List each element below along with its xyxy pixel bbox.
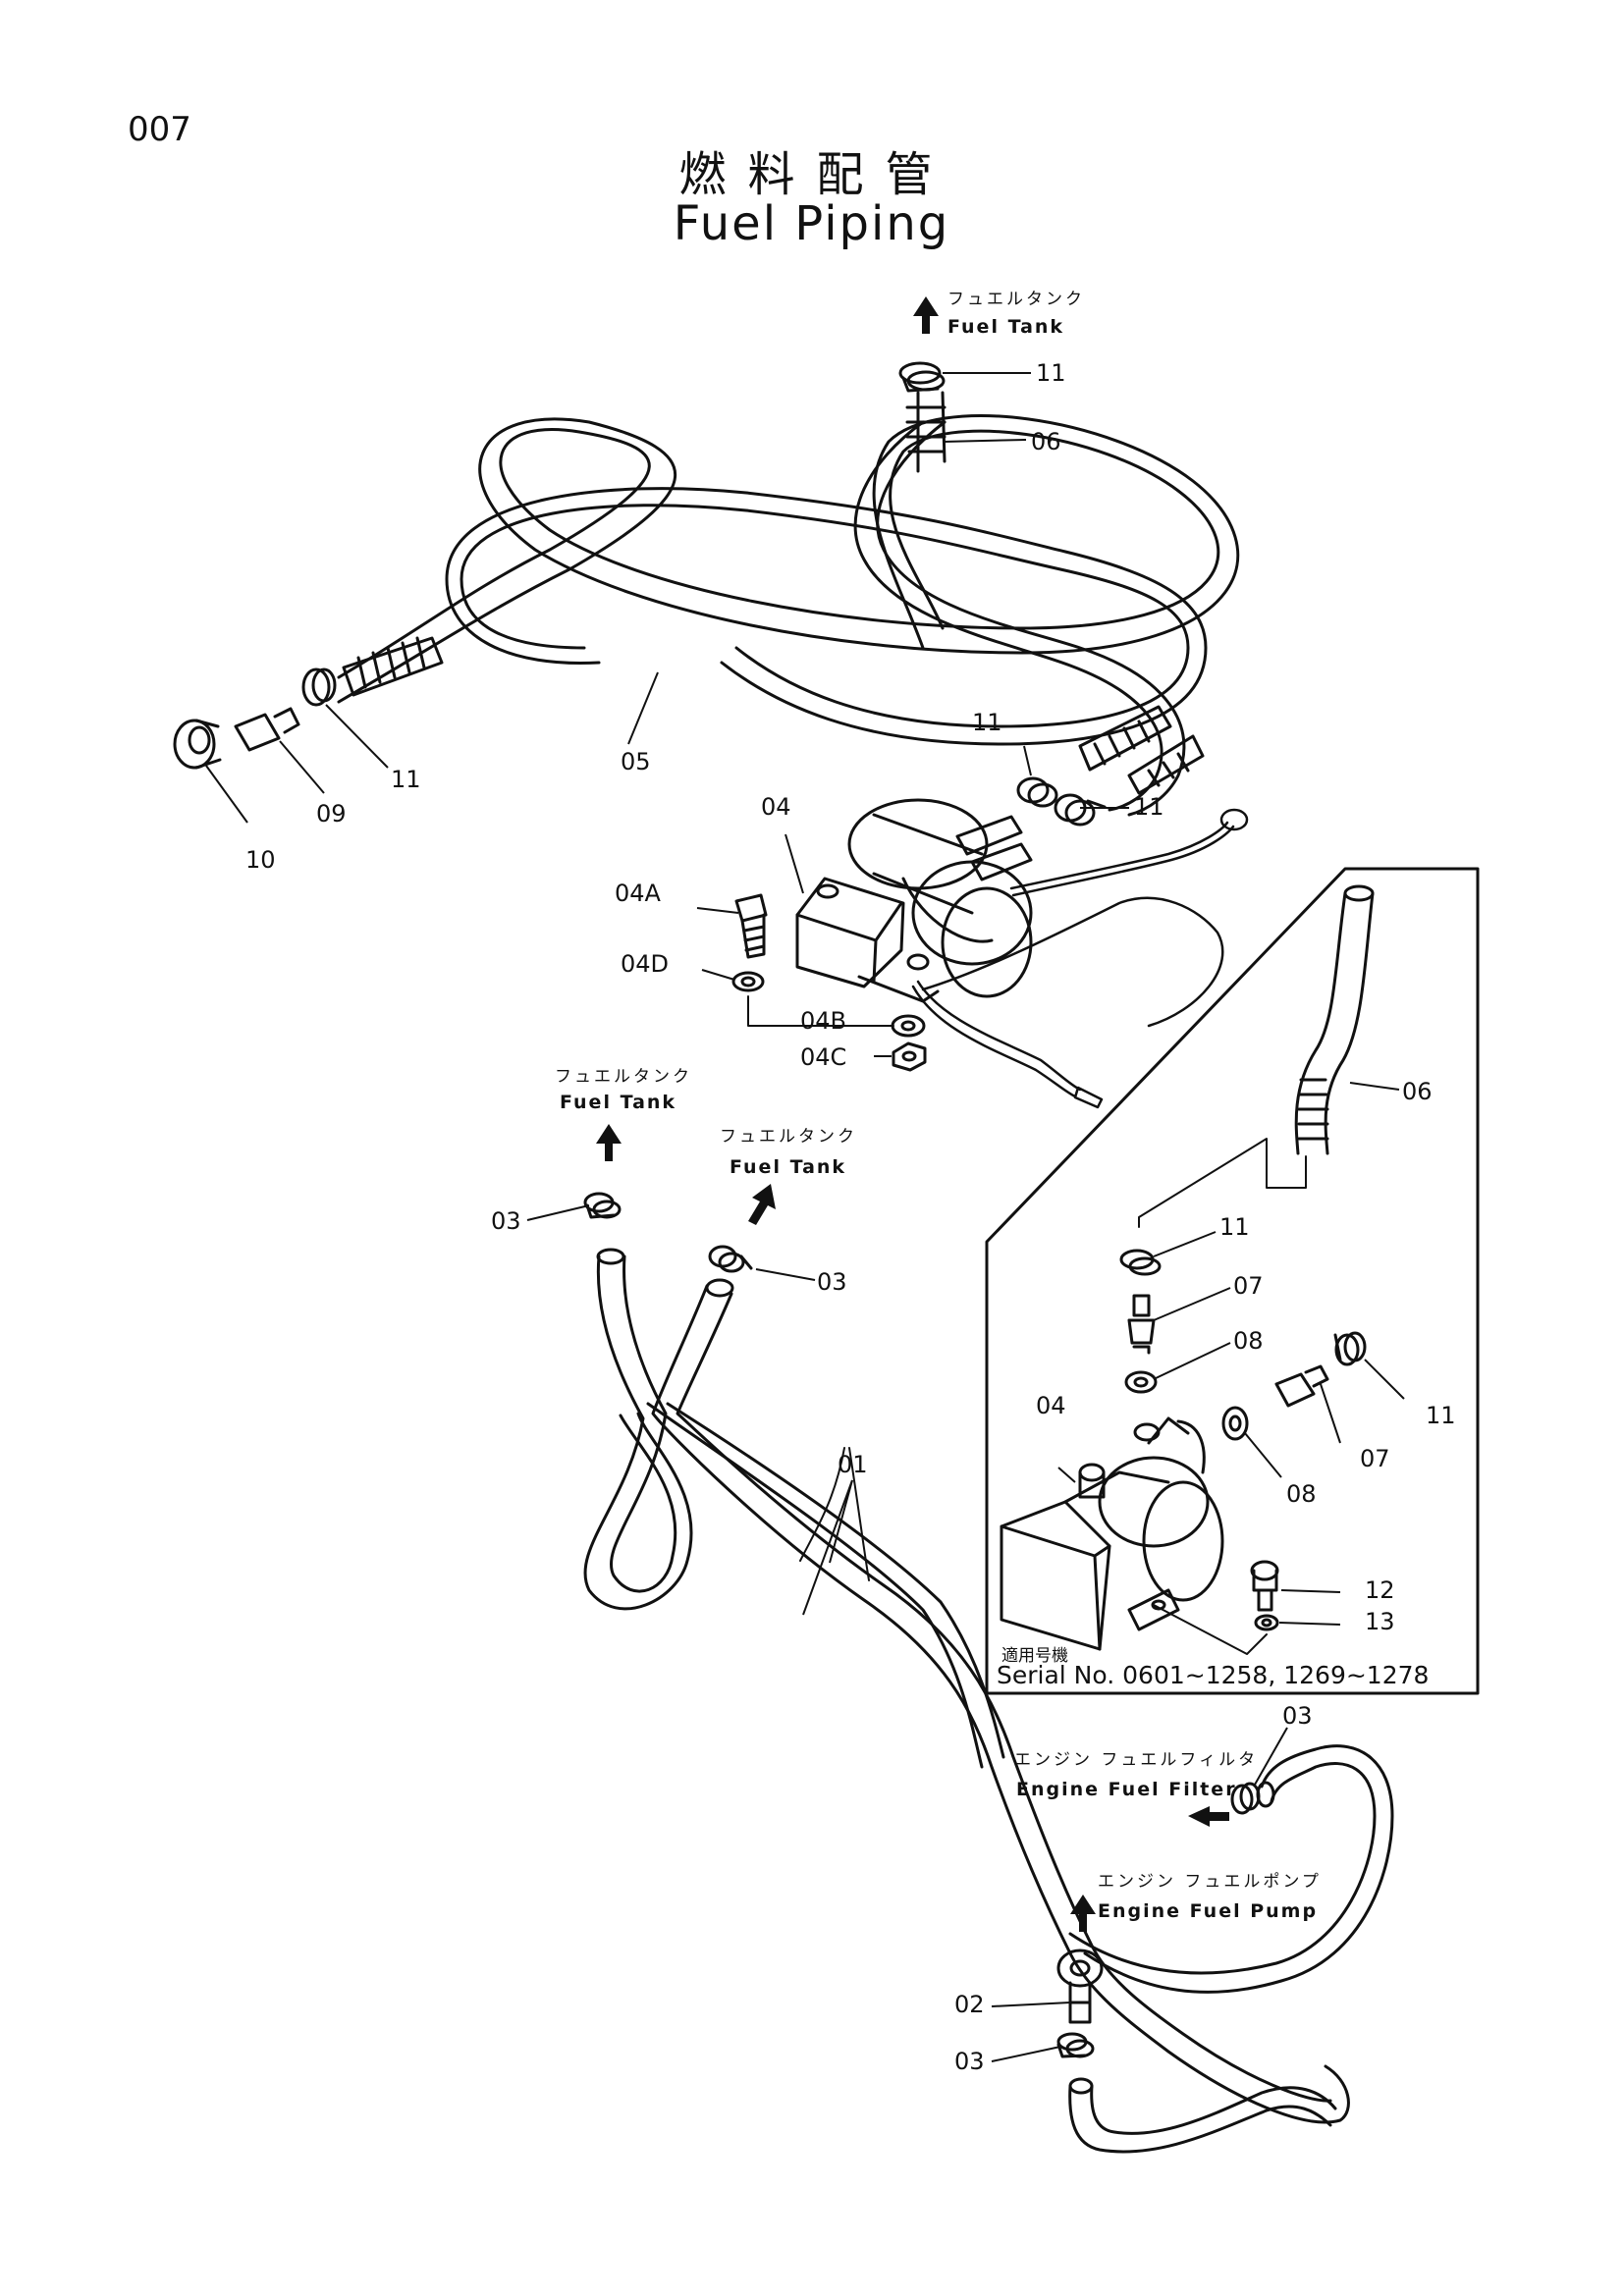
callout-11: 11 xyxy=(1036,359,1066,387)
fitting-09 xyxy=(234,707,300,752)
arrow-left-engine-fuel-filter xyxy=(1188,1806,1229,1827)
callout-04c: 04C xyxy=(800,1043,847,1071)
callout-08: 08 xyxy=(1233,1327,1264,1355)
callout-11: 11 xyxy=(1219,1213,1250,1241)
clamp-11-top xyxy=(898,361,946,393)
fuel-tank-top-label-jp: フュエルタンク xyxy=(947,290,1085,309)
washer-04d xyxy=(731,971,765,992)
callout-04: 04 xyxy=(1036,1392,1066,1419)
callout-03: 03 xyxy=(817,1268,847,1296)
engine-fuel-pump-label: Engine Fuel Pump xyxy=(1098,1900,1319,1922)
callout-12: 12 xyxy=(1365,1576,1395,1604)
hose-05-loop xyxy=(337,391,1240,817)
callout-02: 02 xyxy=(954,1991,985,2018)
fuel-tank-top-label: Fuel Tank xyxy=(947,316,1065,338)
hose-06-top-spring xyxy=(905,405,947,454)
inset-washer-08 xyxy=(1124,1370,1158,1394)
clamp-03-mid xyxy=(708,1245,753,1273)
banjo-fitting-02 xyxy=(1056,1949,1104,2024)
direction-arrows xyxy=(596,296,1229,1932)
page-number: 007 xyxy=(128,110,191,149)
serial-label-jp: 適用号機 xyxy=(1001,1646,1068,1666)
wire-harness xyxy=(911,808,1249,1109)
fuel-tank-left-label: Fuel Tank xyxy=(560,1092,677,1113)
callout-04a: 04A xyxy=(615,880,661,907)
callout-04b: 04B xyxy=(800,1007,847,1035)
inset-bolt-12 xyxy=(1250,1560,1279,1612)
callout-13: 13 xyxy=(1365,1608,1395,1635)
inset-washer-08b xyxy=(1221,1406,1249,1441)
inset-hose-06 xyxy=(1294,884,1375,1155)
inset-pump-04 xyxy=(1000,1416,1224,1651)
callout-08: 08 xyxy=(1286,1480,1317,1508)
hose-01 xyxy=(583,1248,1394,2154)
inset-washer-13 xyxy=(1254,1614,1279,1631)
callout-03: 03 xyxy=(491,1207,521,1235)
nut-04c xyxy=(892,1041,927,1072)
engine-fuel-filter-label-jp: エンジン フュエルフィルタ xyxy=(1014,1750,1259,1770)
inset-nipple-07b xyxy=(1274,1364,1329,1408)
callout-03: 03 xyxy=(954,2048,985,2075)
clamp-03-right xyxy=(1230,1782,1261,1815)
engine-fuel-filter-label: Engine Fuel Filter xyxy=(1016,1779,1237,1800)
inset-nipple-07 xyxy=(1127,1294,1156,1355)
serial-range: Serial No. 0601~1258, 1269~1278 xyxy=(997,1661,1430,1689)
callout-05: 05 xyxy=(621,748,651,775)
fuel-tank-mid-label-jp: フュエルタンク xyxy=(720,1127,857,1147)
callout-11: 11 xyxy=(1134,793,1164,821)
callout-11: 11 xyxy=(1426,1402,1456,1429)
callout-01: 01 xyxy=(838,1451,868,1478)
callout-07: 07 xyxy=(1360,1445,1390,1472)
arrow-up-fuel-tank-mid xyxy=(748,1184,776,1225)
leader-lines xyxy=(205,372,1405,2062)
fuel-pump-04 xyxy=(795,798,1033,1003)
clamp-03-left xyxy=(583,1192,622,1219)
engine-fuel-pump-label-jp: エンジン フュエルポンプ xyxy=(1098,1872,1322,1892)
inset-clamp-11 xyxy=(1119,1249,1162,1276)
bolt-04a xyxy=(734,893,768,959)
clamp-11-right-2 xyxy=(1054,793,1107,827)
hose-05-left-end xyxy=(342,636,444,697)
callout-09: 09 xyxy=(316,800,347,828)
callout-04: 04 xyxy=(761,793,791,821)
inset-frame xyxy=(985,867,1480,1695)
callout-07: 07 xyxy=(1233,1272,1264,1300)
page-title: Fuel Piping xyxy=(673,196,950,251)
callout-03: 03 xyxy=(1282,1702,1313,1730)
clamp-11-left xyxy=(301,667,337,707)
hose-ends-right xyxy=(1078,705,1205,795)
washer-04b xyxy=(891,1014,926,1038)
callout-06: 06 xyxy=(1402,1078,1433,1105)
arrow-up-fuel-tank-top xyxy=(913,296,939,334)
fuel-tank-left-label-jp: フュエルタンク xyxy=(555,1067,692,1087)
callout-06: 06 xyxy=(1031,428,1061,455)
callout-11: 11 xyxy=(391,766,421,793)
fuel-tank-mid-label: Fuel Tank xyxy=(730,1156,847,1178)
clamp-03-bottom xyxy=(1056,2032,1095,2058)
callout-04d: 04D xyxy=(621,950,670,978)
page-title-japanese: 燃料配管 xyxy=(678,147,954,202)
callout-11: 11 xyxy=(972,709,1002,736)
callout-10: 10 xyxy=(245,846,276,874)
inset-clamp-11b xyxy=(1333,1331,1367,1366)
clamp-11-right-1 xyxy=(1016,776,1058,808)
arrow-up-engine-fuel-pump xyxy=(1070,1895,1096,1932)
arrow-up-fuel-tank-left xyxy=(596,1124,622,1161)
fitting-10 xyxy=(173,719,222,770)
